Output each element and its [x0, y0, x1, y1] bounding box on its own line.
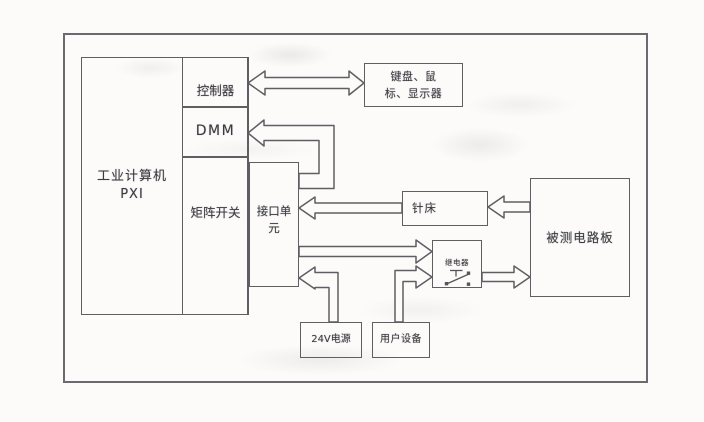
block-relay: 继电器 [432, 240, 482, 288]
dmm-label: DMM [195, 123, 236, 140]
interface-unit-label-line2: 元 [268, 221, 280, 236]
interface-unit-label-line1: 接口单 [256, 204, 292, 218]
user-equipment-label: 用户设备 [380, 334, 422, 345]
matrix-switch-label: 矩阵开关 [190, 205, 241, 220]
block-dut-board: 被测电路板 [530, 178, 630, 297]
pxi-label-line2: PXI [120, 187, 144, 202]
block-dmm: DMM [182, 107, 249, 157]
block-24v-power: 24V电源 [300, 322, 362, 358]
block-interface-unit: 接口单 元 [249, 162, 299, 287]
controller-label: 控制器 [196, 82, 235, 98]
needle-bed-label: 针床 [412, 201, 437, 216]
block-matrix-switch: 矩阵开关 [182, 157, 249, 315]
block-user-equipment: 用户设备 [372, 322, 430, 358]
keyboard-label-line1: 键盘、鼠 [390, 69, 437, 83]
block-needle-bed: 针床 [402, 191, 488, 226]
dut-board-label: 被测电路板 [546, 229, 614, 245]
pxi-label-line1: 工业计算机 [96, 168, 167, 184]
keyboard-label-line2: 标、显示器 [384, 87, 443, 100]
diagram-frame [63, 33, 648, 383]
block-controller: 控制器 [182, 57, 249, 107]
block-keyboard-mouse-display: 键盘、鼠 标、显示器 [364, 63, 463, 107]
relay-label: 继电器 [445, 258, 469, 267]
psu-24v-label: 24V电源 [311, 334, 351, 345]
